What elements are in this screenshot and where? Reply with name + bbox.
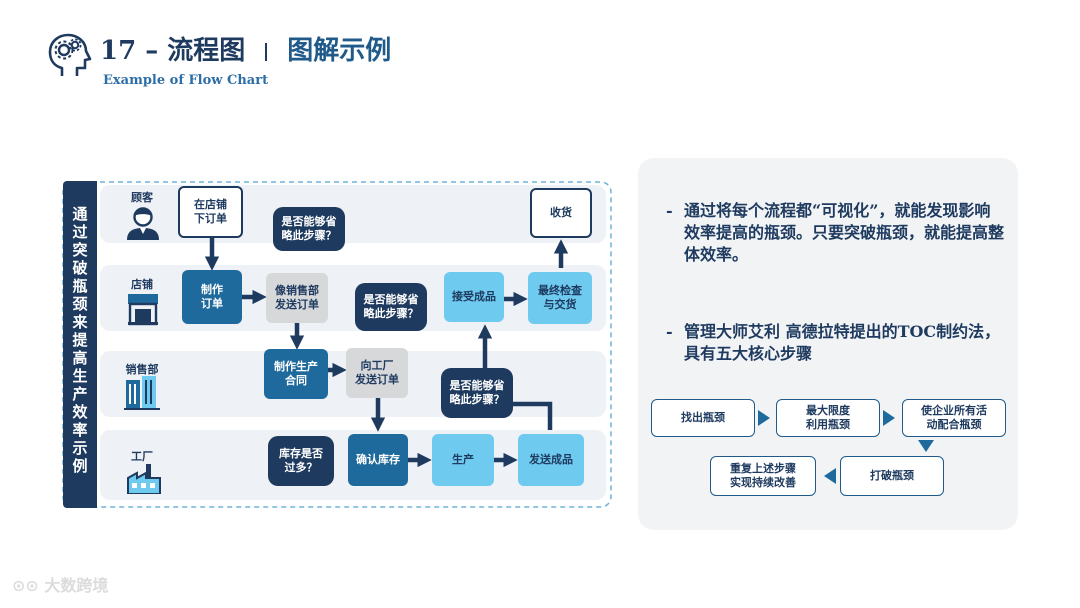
node-send-factory: 向工厂 发送订单	[346, 348, 408, 398]
bullet-2-text: 管理大师艾利 高德拉特提出的TOC制约法，具有五大核心步骤	[684, 322, 1001, 363]
lane-label-customer: 顾客	[131, 191, 153, 204]
node-make-contract: 制作生产 合同	[264, 349, 328, 399]
office-building-icon	[124, 376, 160, 410]
banner-char: 破	[72, 259, 88, 277]
toc-step-1: 找出瓶颈	[651, 399, 755, 437]
node-ship: 发送成品	[518, 434, 584, 486]
lane-label-factory: 工厂	[131, 450, 153, 463]
page-subtitle: Example of Flow Chart	[103, 73, 269, 88]
toc-step-5: 重复上述步骤 实现持续改善	[710, 456, 816, 496]
watermark: ⊙⊙ 大数跨境	[12, 572, 108, 596]
bullet-1-text: 通过将每个流程都“可视化”，就能发现影响效率提高的瓶颈。只要突破瓶颈，就能提高整…	[684, 201, 1005, 264]
banner-char: 来	[72, 313, 88, 331]
watermark-text: 大数跨境	[44, 576, 109, 595]
node-stock-question: 库存是否 过多？	[268, 436, 334, 486]
banner-char: 高	[72, 349, 88, 367]
node-question-3: 是否能够省 略此步骤？	[441, 368, 513, 418]
factory-icon	[127, 464, 161, 494]
banner-char: 率	[72, 421, 88, 439]
bullet-1: - 通过将每个流程都“可视化”，就能发现影响效率提高的瓶颈。只要突破瓶颈，就能提…	[666, 200, 1006, 296]
node-final-check: 最终检查 与交货	[528, 272, 592, 324]
banner-char: 提	[72, 331, 88, 349]
lane-label-store: 店铺	[131, 278, 153, 291]
banner-char: 颈	[72, 295, 88, 313]
banner-char: 例	[72, 457, 88, 475]
toc-step-2: 最大限度 利用瓶颈	[776, 399, 880, 437]
node-confirm-stock: 确认库存	[348, 434, 408, 486]
vertical-banner: 通过突破瓶颈来提高生产效率示例	[63, 181, 97, 508]
banner-char: 过	[72, 223, 88, 241]
banner-char: 效	[72, 403, 88, 421]
banner-char: 示	[72, 439, 88, 457]
toc-step-4: 打破瓶颈	[840, 456, 944, 496]
node-question-2: 是否能够省 略此步骤？	[355, 283, 427, 331]
watermark-logo-icon: ⊙⊙	[12, 576, 45, 595]
lane-label-sales: 销售部	[125, 363, 159, 376]
title-separator	[265, 43, 268, 61]
node-accept-product: 接受成品	[444, 272, 504, 322]
title-sub: 图解示例	[287, 36, 392, 66]
head-gears-icon	[48, 33, 92, 76]
node-receive: 收货	[530, 188, 592, 238]
toc-step-3: 使企业所有活 动配合瓶颈	[902, 399, 1006, 437]
node-question-1: 是否能够省 略此步骤？	[273, 207, 345, 251]
node-store-order: 在店铺 下订单	[178, 186, 243, 238]
node-produce: 生产	[432, 434, 494, 486]
bullet-2-dash: -	[666, 322, 673, 341]
banner-char: 突	[72, 241, 88, 259]
banner-char: 通	[72, 205, 88, 223]
banner-char: 生	[72, 367, 88, 385]
page-title: 17 – 流程图 图解示例	[100, 30, 391, 67]
customer-icon	[127, 207, 159, 240]
node-make-order: 制作 订单	[182, 270, 242, 324]
banner-char: 瓶	[72, 277, 88, 295]
store-icon	[128, 294, 158, 326]
bullet-2: - 管理大师艾利 高德拉特提出的TOC制约法，具有五大核心步骤	[666, 321, 1006, 369]
bullet-1-dash: -	[666, 201, 673, 220]
banner-char: 产	[72, 385, 88, 403]
title-main: 17 – 流程图	[100, 36, 246, 66]
info-panel	[638, 158, 1018, 530]
node-send-like-sales: 像销售部 发送订单	[266, 273, 328, 323]
